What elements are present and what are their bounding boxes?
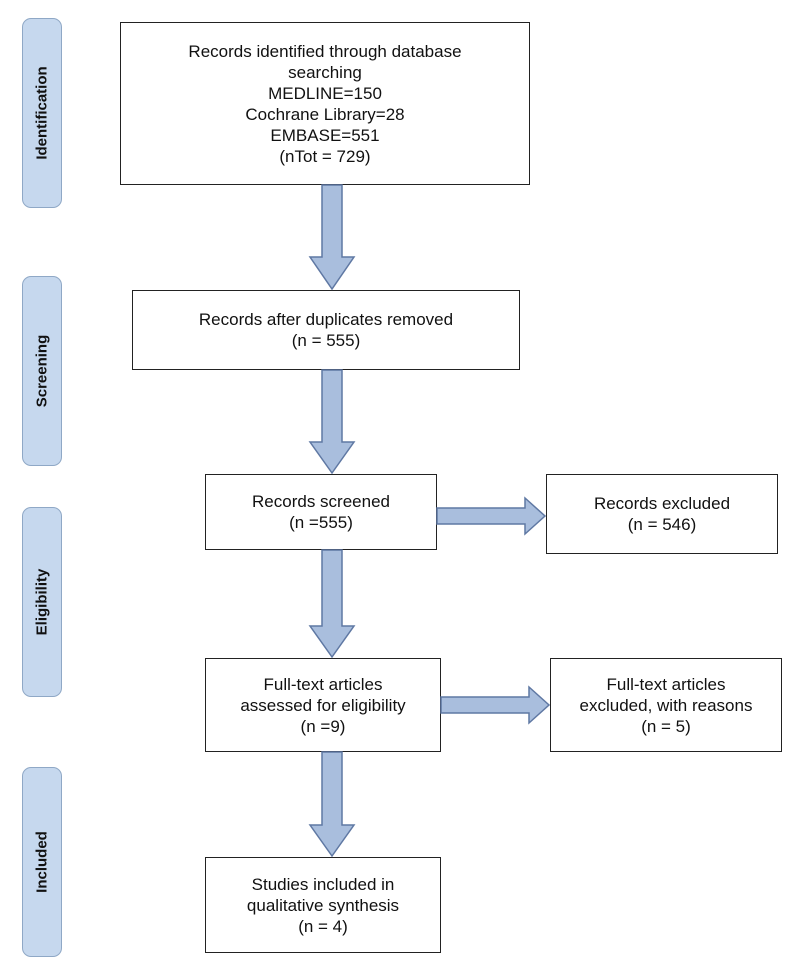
box-studies-included-line: qualitative synthesis xyxy=(246,895,400,915)
box-full-text-assessed-line: (n =9) xyxy=(300,716,346,736)
box-full-text-assessed: Full-text articles assessed for eligibil… xyxy=(205,658,441,752)
box-after-duplicates-line: Records after duplicates removed xyxy=(198,310,454,329)
arrow-down-duplicates-to-screened xyxy=(308,369,356,475)
box-records-identified-line: Records identified through database xyxy=(188,41,462,61)
box-studies-included-line: Studies included in xyxy=(251,874,395,894)
arrow-down-identified-to-duplicates xyxy=(308,184,356,291)
arrow-right-screened-to-excluded xyxy=(436,496,547,536)
phase-identification-label: Identification xyxy=(33,66,51,160)
box-studies-included: Studies included in qualitative synthesi… xyxy=(205,857,441,953)
box-records-identified-line: EMBASE=551 xyxy=(270,125,380,145)
box-records-screened: Records screened (n =555) xyxy=(205,474,437,550)
box-full-text-excluded-line: excluded, with reasons xyxy=(579,695,753,715)
phase-screening-label: Screening xyxy=(33,334,51,408)
box-records-excluded-line: (n = 546) xyxy=(627,515,697,534)
box-full-text-assessed-line: Full-text articles xyxy=(263,674,383,694)
box-full-text-assessed-line: assessed for eligibility xyxy=(240,695,406,715)
arrow-down-screened-to-fulltext xyxy=(308,549,356,659)
box-after-duplicates: Records after duplicates removed (n = 55… xyxy=(132,290,520,370)
box-records-excluded-line: Records excluded xyxy=(593,494,731,513)
box-full-text-excluded-line: (n = 5) xyxy=(641,716,691,736)
box-full-text-excluded-line: Full-text articles xyxy=(606,674,726,694)
box-full-text-excluded: Full-text articles excluded, with reason… xyxy=(550,658,782,752)
box-records-identified-line: MEDLINE=150 xyxy=(268,83,382,103)
box-after-duplicates-line: (n = 555) xyxy=(291,331,361,350)
phase-included: Included xyxy=(22,767,62,957)
box-records-identified: Records identified through database sear… xyxy=(120,22,530,185)
phase-screening: Screening xyxy=(22,276,62,466)
phase-identification: Identification xyxy=(22,18,62,208)
phase-included-label: Included xyxy=(33,831,51,893)
box-records-identified-line: (nTot = 729) xyxy=(279,146,371,166)
box-records-identified-line: Cochrane Library=28 xyxy=(245,104,405,124)
arrow-right-fulltext-to-excluded xyxy=(440,685,551,725)
box-records-screened-line: Records screened xyxy=(252,492,390,511)
box-studies-included-line: (n = 4) xyxy=(298,916,348,936)
phase-eligibility-label: Eligibility xyxy=(33,568,51,636)
box-records-screened-line: (n =555) xyxy=(289,513,353,532)
box-records-identified-line: searching xyxy=(288,62,362,82)
arrow-down-fulltext-to-included xyxy=(308,751,356,858)
box-records-excluded: Records excluded (n = 546) xyxy=(546,474,778,554)
phase-eligibility: Eligibility xyxy=(22,507,62,697)
